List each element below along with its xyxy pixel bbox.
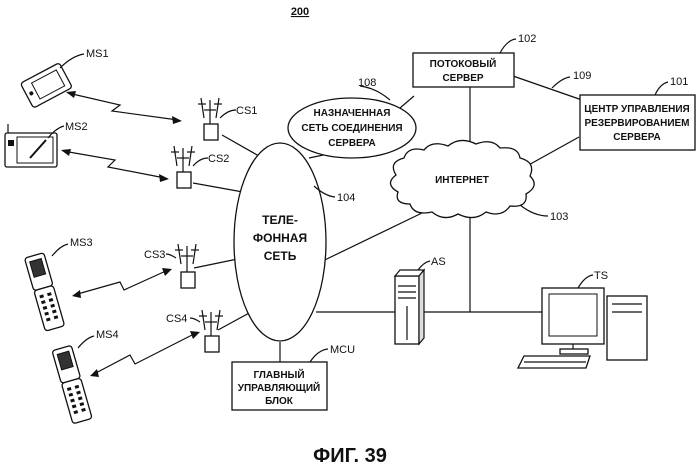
server-net-line-2: СЕТЬ СОЕДИНЕНИЯ xyxy=(301,123,402,134)
mcu-ref: MCU xyxy=(330,344,355,356)
mcu-line-3: БЛОК xyxy=(265,396,294,407)
reservation-line-1: ЦЕНТР УПРАВЛЕНИЯ xyxy=(584,104,689,115)
server-net-ref: 108 xyxy=(358,77,376,89)
cs1-label: CS1 xyxy=(236,105,257,117)
ms4-label: MS4 xyxy=(96,329,119,341)
mobile-station-ms4 xyxy=(52,345,92,424)
mobile-station-ms1 xyxy=(20,63,72,108)
terminal-station xyxy=(518,288,647,368)
reservation-line-2: РЕЗЕРВИРОВАНИЕМ xyxy=(584,118,689,129)
mcu-line-2: УПРАВЛЯЮЩИЙ xyxy=(238,381,320,394)
wireless-link-ms3 xyxy=(74,270,168,295)
application-server xyxy=(395,270,424,344)
phone-net-ref: 104 xyxy=(337,192,355,204)
internet-ref: 103 xyxy=(550,211,568,223)
cs2-label: CS2 xyxy=(208,153,229,165)
link-109-ref: 109 xyxy=(573,70,591,82)
phone-net-line-3: СЕТЬ xyxy=(264,249,297,263)
cs4-label: CS4 xyxy=(166,313,187,325)
stream-server-line-2: СЕРВЕР xyxy=(442,73,483,84)
server-net-line-3: СЕРВЕРА xyxy=(328,138,375,149)
server-network: НАЗНАЧЕННАЯ СЕТЬ СОЕДИНЕНИЯ СЕРВЕРА xyxy=(288,98,416,158)
wireless-link-ms1 xyxy=(68,93,178,120)
reservation-ref: 101 xyxy=(670,76,688,88)
phone-net-line-1: ТЕЛЕ- xyxy=(262,213,298,227)
mcu-box: ГЛАВНЫЙ УПРАВЛЯЮЩИЙ БЛОК xyxy=(232,362,327,410)
base-station-cs2 xyxy=(171,146,195,188)
as-label: AS xyxy=(431,256,446,268)
base-station-cs4 xyxy=(199,310,223,352)
telephone-network: ТЕЛЕ- ФОННАЯ СЕТЬ xyxy=(234,143,326,341)
mobile-station-ms2 xyxy=(5,124,57,167)
mobile-station-ms3 xyxy=(24,253,64,332)
mcu-line-1: ГЛАВНЫЙ xyxy=(253,368,304,381)
cs3-label: CS3 xyxy=(144,249,165,261)
reservation-line-3: СЕРВЕРА xyxy=(613,132,660,143)
internet-label: ИНТЕРНЕТ xyxy=(435,175,489,186)
base-station-cs3 xyxy=(175,244,199,288)
internet-cloud: ИНТЕРНЕТ xyxy=(390,140,534,217)
wireless-links xyxy=(61,91,200,377)
phone-net-line-2: ФОННАЯ xyxy=(253,231,307,245)
ts-label: TS xyxy=(594,270,608,282)
streaming-server: ПОТОКОВЫЙ СЕРВЕР xyxy=(413,53,514,87)
base-station-cs1 xyxy=(198,98,222,140)
stream-server-line-1: ПОТОКОВЫЙ xyxy=(430,57,497,70)
server-net-line-1: НАЗНАЧЕННАЯ xyxy=(314,108,391,119)
ms2-label: MS2 xyxy=(65,121,88,133)
ms3-label: MS3 xyxy=(70,237,93,249)
figure-caption: ФИГ. 39 xyxy=(313,445,387,467)
ms1-label: MS1 xyxy=(86,48,109,60)
stream-server-ref: 102 xyxy=(518,33,536,45)
reservation-center: ЦЕНТР УПРАВЛЕНИЯ РЕЗЕРВИРОВАНИЕМ СЕРВЕРА xyxy=(580,95,695,150)
wireless-link-ms2 xyxy=(63,151,165,178)
figure-number: 200 xyxy=(291,6,309,18)
